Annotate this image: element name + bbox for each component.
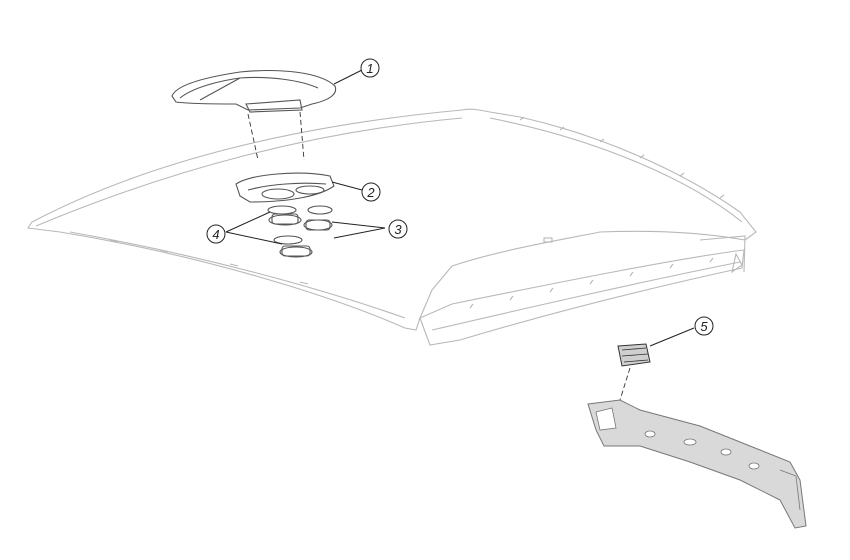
svg-text:3: 3 — [394, 222, 402, 237]
part-5-connector — [617, 343, 651, 401]
svg-text:4: 4 — [212, 227, 219, 242]
part-3-4-nuts-washers — [267, 205, 333, 258]
rear-crossmember — [587, 399, 807, 529]
svg-text:2: 2 — [366, 185, 375, 200]
part-2-antenna-base — [235, 172, 335, 203]
part-1-antenna-cover — [171, 70, 337, 161]
callout-5: 5 — [694, 316, 714, 336]
leader-lines — [225, 69, 695, 347]
svg-text:5: 5 — [700, 319, 708, 334]
callout-3: 3 — [388, 219, 408, 239]
roof-panel — [27, 108, 757, 346]
svg-text:1: 1 — [366, 61, 373, 76]
callout-1: 1 — [360, 58, 380, 78]
callout-4: 4 — [206, 224, 226, 244]
callout-2: 2 — [361, 182, 381, 202]
